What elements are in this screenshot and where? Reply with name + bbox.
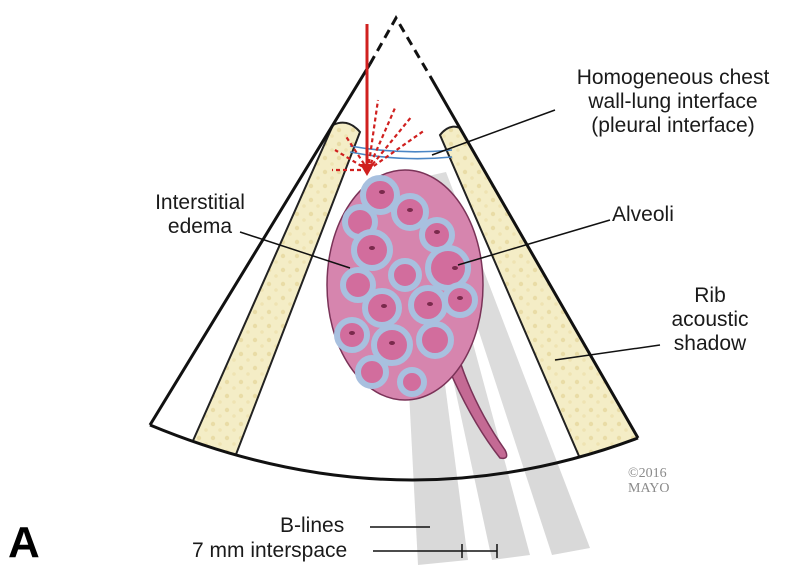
- alveolus: [419, 324, 451, 356]
- alveolus: [400, 370, 424, 394]
- copyright-notice: ©2016 MAYO: [628, 466, 670, 496]
- pleural-label-line3: (pleural interface): [548, 114, 798, 138]
- pleural-interface-label: Homogeneous chest wall-lung interface (p…: [548, 66, 798, 138]
- edema-label-line2: edema: [140, 215, 260, 239]
- interspace-label: 7 mm interspace: [192, 539, 347, 563]
- copyright-owner: MAYO: [628, 481, 670, 496]
- rib-label-line1: Rib: [655, 284, 765, 308]
- alveolus: [358, 358, 386, 386]
- copyright-year: ©2016: [628, 466, 670, 481]
- panel-label: A: [8, 518, 40, 568]
- interstitial-edema-label: Interstitial edema: [140, 191, 260, 239]
- pleural-label-line1: Homogeneous chest: [548, 66, 798, 90]
- pleural-label-line2: wall-lung interface: [548, 90, 798, 114]
- edema-label-line1: Interstitial: [140, 191, 260, 215]
- rib-shadow-label: Rib acoustic shadow: [655, 284, 765, 356]
- rib-label-line3: shadow: [655, 332, 765, 356]
- b-lines-label: B-lines: [280, 514, 344, 538]
- alveolus: [391, 261, 419, 289]
- alveolus: [365, 291, 399, 325]
- alveoli-label: Alveoli: [612, 203, 674, 227]
- rib-label-line2: acoustic: [655, 308, 765, 332]
- alveolus: [428, 248, 468, 288]
